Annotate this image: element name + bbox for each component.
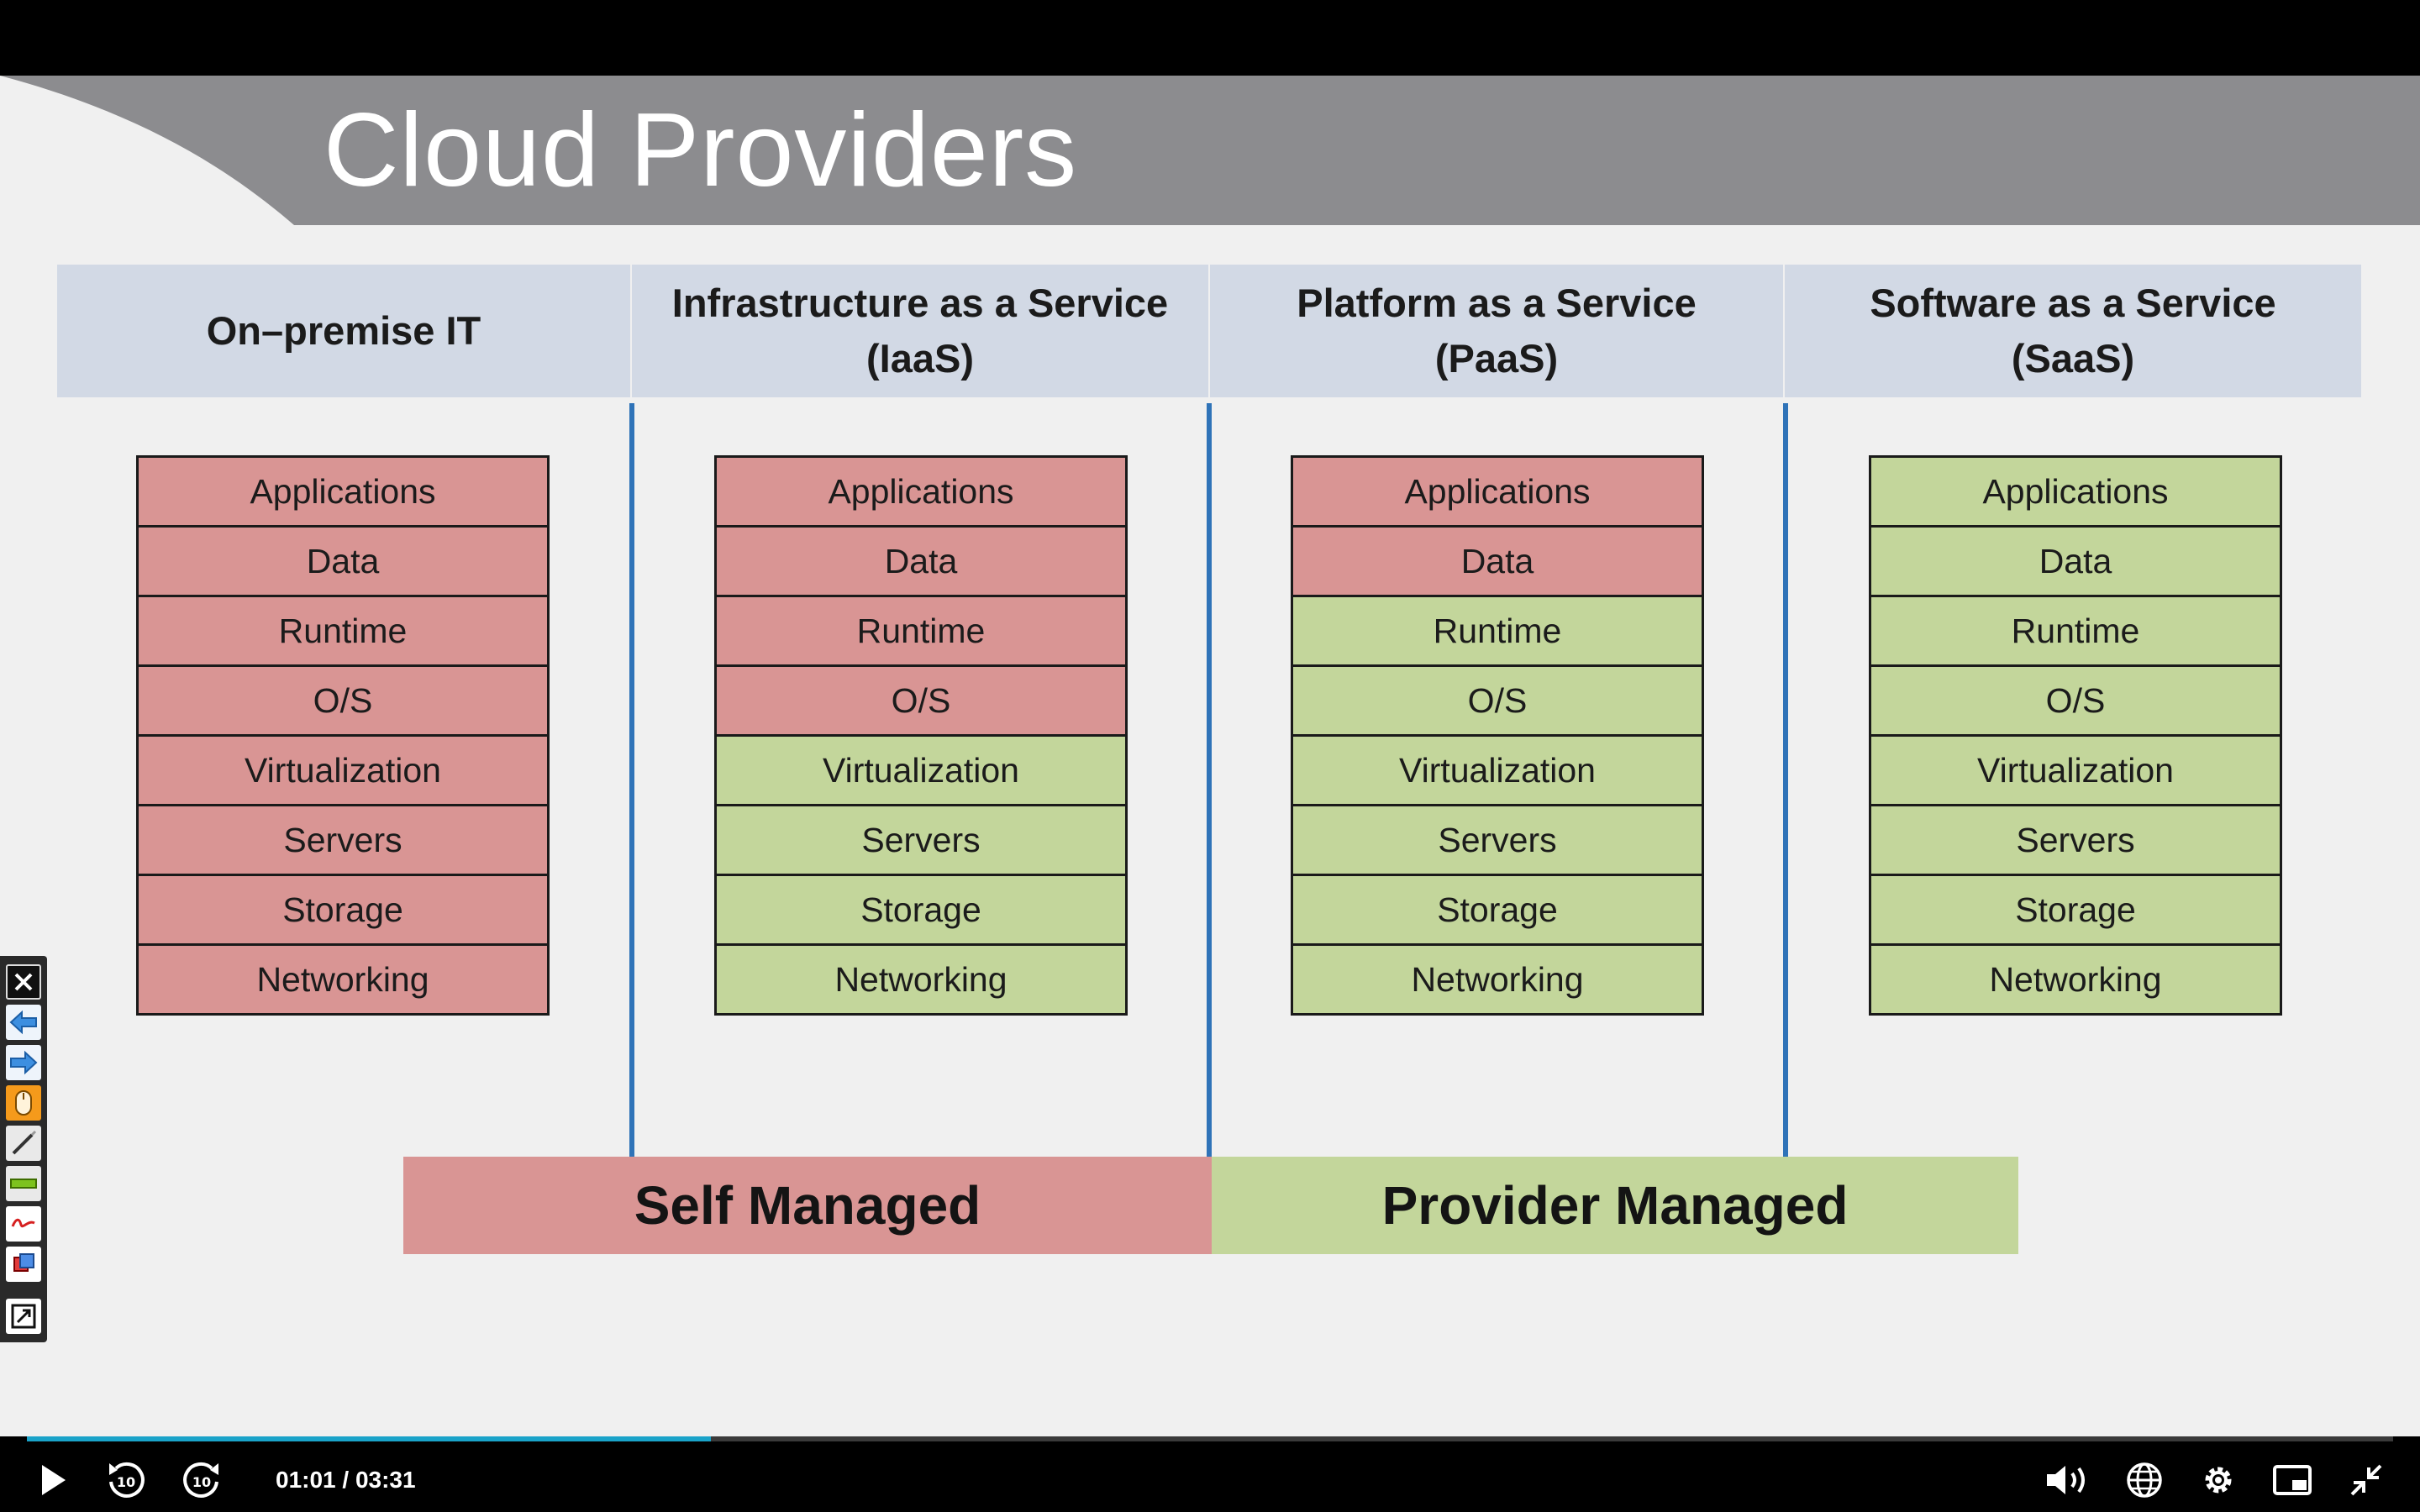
video-letterbox-top bbox=[0, 0, 2420, 76]
pip-icon[interactable] bbox=[2269, 1457, 2316, 1504]
stack-layer: Servers bbox=[1291, 804, 1704, 876]
management-legend: Self Managed Provider Managed bbox=[403, 1157, 2018, 1254]
stack-layer: O/S bbox=[1869, 664, 2282, 737]
stack-layer: Virtualization bbox=[1291, 734, 1704, 806]
annotation-toolbar bbox=[0, 956, 47, 1342]
column-divider bbox=[1207, 403, 1212, 1166]
stack-layer: Servers bbox=[714, 804, 1128, 876]
stack-layer: Runtime bbox=[136, 595, 550, 667]
time-readout: 01:01 / 03:31 bbox=[276, 1467, 416, 1493]
column-header: On–premise IT bbox=[57, 265, 630, 397]
stack-layer: Servers bbox=[1869, 804, 2282, 876]
stack-layer: Runtime bbox=[714, 595, 1128, 667]
eraser-icon[interactable] bbox=[6, 1247, 41, 1282]
forward-10-icon[interactable]: 10 bbox=[178, 1457, 225, 1504]
capture-icon[interactable] bbox=[6, 1299, 41, 1334]
stack-layer: Networking bbox=[714, 943, 1128, 1016]
stack-layer: Virtualization bbox=[714, 734, 1128, 806]
play-icon[interactable] bbox=[29, 1457, 76, 1504]
slide-title: Cloud Providers bbox=[324, 92, 1078, 208]
stack-layer: Virtualization bbox=[1869, 734, 2282, 806]
video-frame-slide[interactable]: Cloud Providers On–premise IT Application… bbox=[0, 76, 2420, 1436]
stack-layer: Networking bbox=[1869, 943, 2282, 1016]
column-header-line: Infrastructure as a Service bbox=[671, 281, 1169, 325]
progress-fill bbox=[27, 1436, 711, 1441]
stack-layer: Virtualization bbox=[136, 734, 550, 806]
stack-layer: Storage bbox=[136, 874, 550, 946]
stack-layer: Storage bbox=[1869, 874, 2282, 946]
video-player-controls: 10 10 01:01 / 03:31 bbox=[0, 1436, 2420, 1512]
arrow-left-icon[interactable] bbox=[6, 1005, 41, 1040]
stack-layer: Applications bbox=[1291, 455, 1704, 528]
column-header: Software as a Service (SaaS) bbox=[1785, 265, 2361, 397]
stack-layer: Runtime bbox=[1291, 595, 1704, 667]
stack-layer: Storage bbox=[1291, 874, 1704, 946]
stack-layer: Storage bbox=[714, 874, 1128, 946]
stack-layer: Applications bbox=[1869, 455, 2282, 528]
legend-self-managed: Self Managed bbox=[403, 1157, 1212, 1254]
column-header-line: (IaaS) bbox=[866, 336, 974, 381]
stack-layer: Applications bbox=[714, 455, 1128, 528]
column-header-line: On–premise IT bbox=[206, 308, 481, 353]
legend-provider-managed: Provider Managed bbox=[1212, 1157, 2018, 1254]
stack-layer: Applications bbox=[136, 455, 550, 528]
rewind-10-icon[interactable]: 10 bbox=[103, 1457, 150, 1504]
svg-text:10: 10 bbox=[192, 1474, 211, 1490]
close-icon[interactable] bbox=[6, 964, 41, 1000]
column-header-line: Software as a Service bbox=[1870, 281, 2276, 325]
stack-layer: Servers bbox=[136, 804, 550, 876]
stack-layer: Data bbox=[1291, 525, 1704, 597]
pen-icon[interactable] bbox=[6, 1126, 41, 1161]
text-icon[interactable] bbox=[6, 1206, 41, 1242]
volume-icon[interactable] bbox=[2044, 1457, 2091, 1504]
svg-text:10: 10 bbox=[117, 1474, 135, 1490]
column-divider bbox=[629, 403, 634, 1166]
settings-icon[interactable] bbox=[2195, 1457, 2242, 1504]
stack-layer: O/S bbox=[136, 664, 550, 737]
stack-layer: Data bbox=[714, 525, 1128, 597]
progress-bar[interactable] bbox=[27, 1436, 2393, 1441]
highlighter-icon[interactable] bbox=[6, 1166, 41, 1201]
stack-layer: Data bbox=[136, 525, 550, 597]
column-header-line: (PaaS) bbox=[1434, 336, 1559, 381]
stack-layer: O/S bbox=[1291, 664, 1704, 737]
mouse-icon[interactable] bbox=[6, 1085, 41, 1121]
arrow-right-icon[interactable] bbox=[6, 1045, 41, 1080]
stack-layer: Networking bbox=[1291, 943, 1704, 1016]
column-header: Infrastructure as a Service (IaaS) bbox=[632, 265, 1208, 397]
stack-layer: Networking bbox=[136, 943, 550, 1016]
column-header-line: (SaaS) bbox=[2011, 336, 2135, 381]
column-header-line: Platform as a Service bbox=[1297, 281, 1697, 325]
stack-layer: Runtime bbox=[1869, 595, 2282, 667]
stack-layer: O/S bbox=[714, 664, 1128, 737]
column-divider bbox=[1783, 403, 1788, 1166]
globe-icon[interactable] bbox=[2121, 1457, 2168, 1504]
title-band bbox=[0, 76, 2420, 225]
stack-layer: Data bbox=[1869, 525, 2282, 597]
column-header: Platform as a Service (PaaS) bbox=[1210, 265, 1783, 397]
exit-fullscreen-icon[interactable] bbox=[2343, 1457, 2390, 1504]
